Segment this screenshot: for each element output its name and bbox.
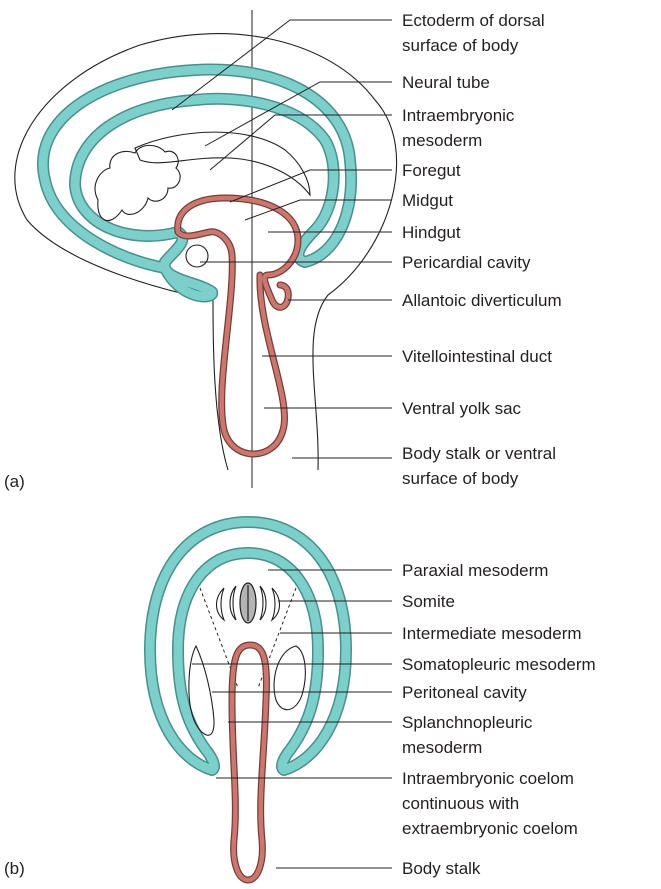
label-ectoderm-1: Ectoderm of dorsal — [402, 11, 545, 30]
label-yolk-sac: Ventral yolk sac — [402, 399, 522, 418]
label-body-stalk-a-1: Body stalk or ventral — [402, 444, 556, 463]
label-coelom-2: continuous with — [402, 794, 519, 813]
label-intraembryonic-1: Intraembryonic — [402, 106, 515, 125]
label-splanchno-1: Splanchnopleuric — [402, 713, 533, 732]
label-somite: Somite — [402, 592, 455, 611]
label-neural-tube: Neural tube — [402, 73, 490, 92]
label-intermediate: Intermediate mesoderm — [402, 624, 582, 643]
label-hindgut: Hindgut — [402, 223, 461, 242]
panel-a-tag: (a) — [4, 472, 25, 491]
label-peritoneal: Peritoneal cavity — [402, 683, 527, 702]
label-ectoderm-2: surface of body — [402, 36, 519, 55]
label-coelom-3: extraembryonic coelom — [402, 819, 578, 838]
somite-right — [272, 588, 280, 620]
label-allantoic: Allantoic diverticulum — [402, 291, 562, 310]
label-coelom-1: Intraembryonic coelom — [402, 769, 574, 788]
label-splanchno-2: mesoderm — [402, 738, 482, 757]
label-paraxial: Paraxial mesoderm — [402, 561, 548, 580]
label-vitello: Vitellointestinal duct — [402, 347, 552, 366]
label-midgut: Midgut — [402, 191, 453, 210]
peritoneal-cavity-right — [274, 646, 305, 710]
neural-tube-a — [135, 132, 310, 195]
somite-right-inner — [260, 586, 266, 620]
panel-b-tag: (b) — [4, 859, 25, 878]
label-body-stalk-a-2: surface of body — [402, 469, 519, 488]
label-body-stalk-b: Body stalk — [402, 859, 481, 878]
label-foregut: Foregut — [402, 161, 461, 180]
pericardial-cavity-a — [186, 245, 208, 267]
somite-left-inner — [230, 586, 236, 620]
label-pericardial: Pericardial cavity — [402, 253, 531, 272]
somite-left — [217, 588, 225, 620]
label-somatopleuric: Somatopleuric mesoderm — [402, 655, 596, 674]
panel-a: (a) Ectoderm of dorsal surface of body N… — [4, 10, 562, 491]
panel-b: (b) Paraxial mesoderm Somite Intermediat… — [4, 522, 596, 880]
label-intraembryonic-2: mesoderm — [402, 131, 482, 150]
intraembryonic-mesoderm-a — [95, 145, 180, 220]
